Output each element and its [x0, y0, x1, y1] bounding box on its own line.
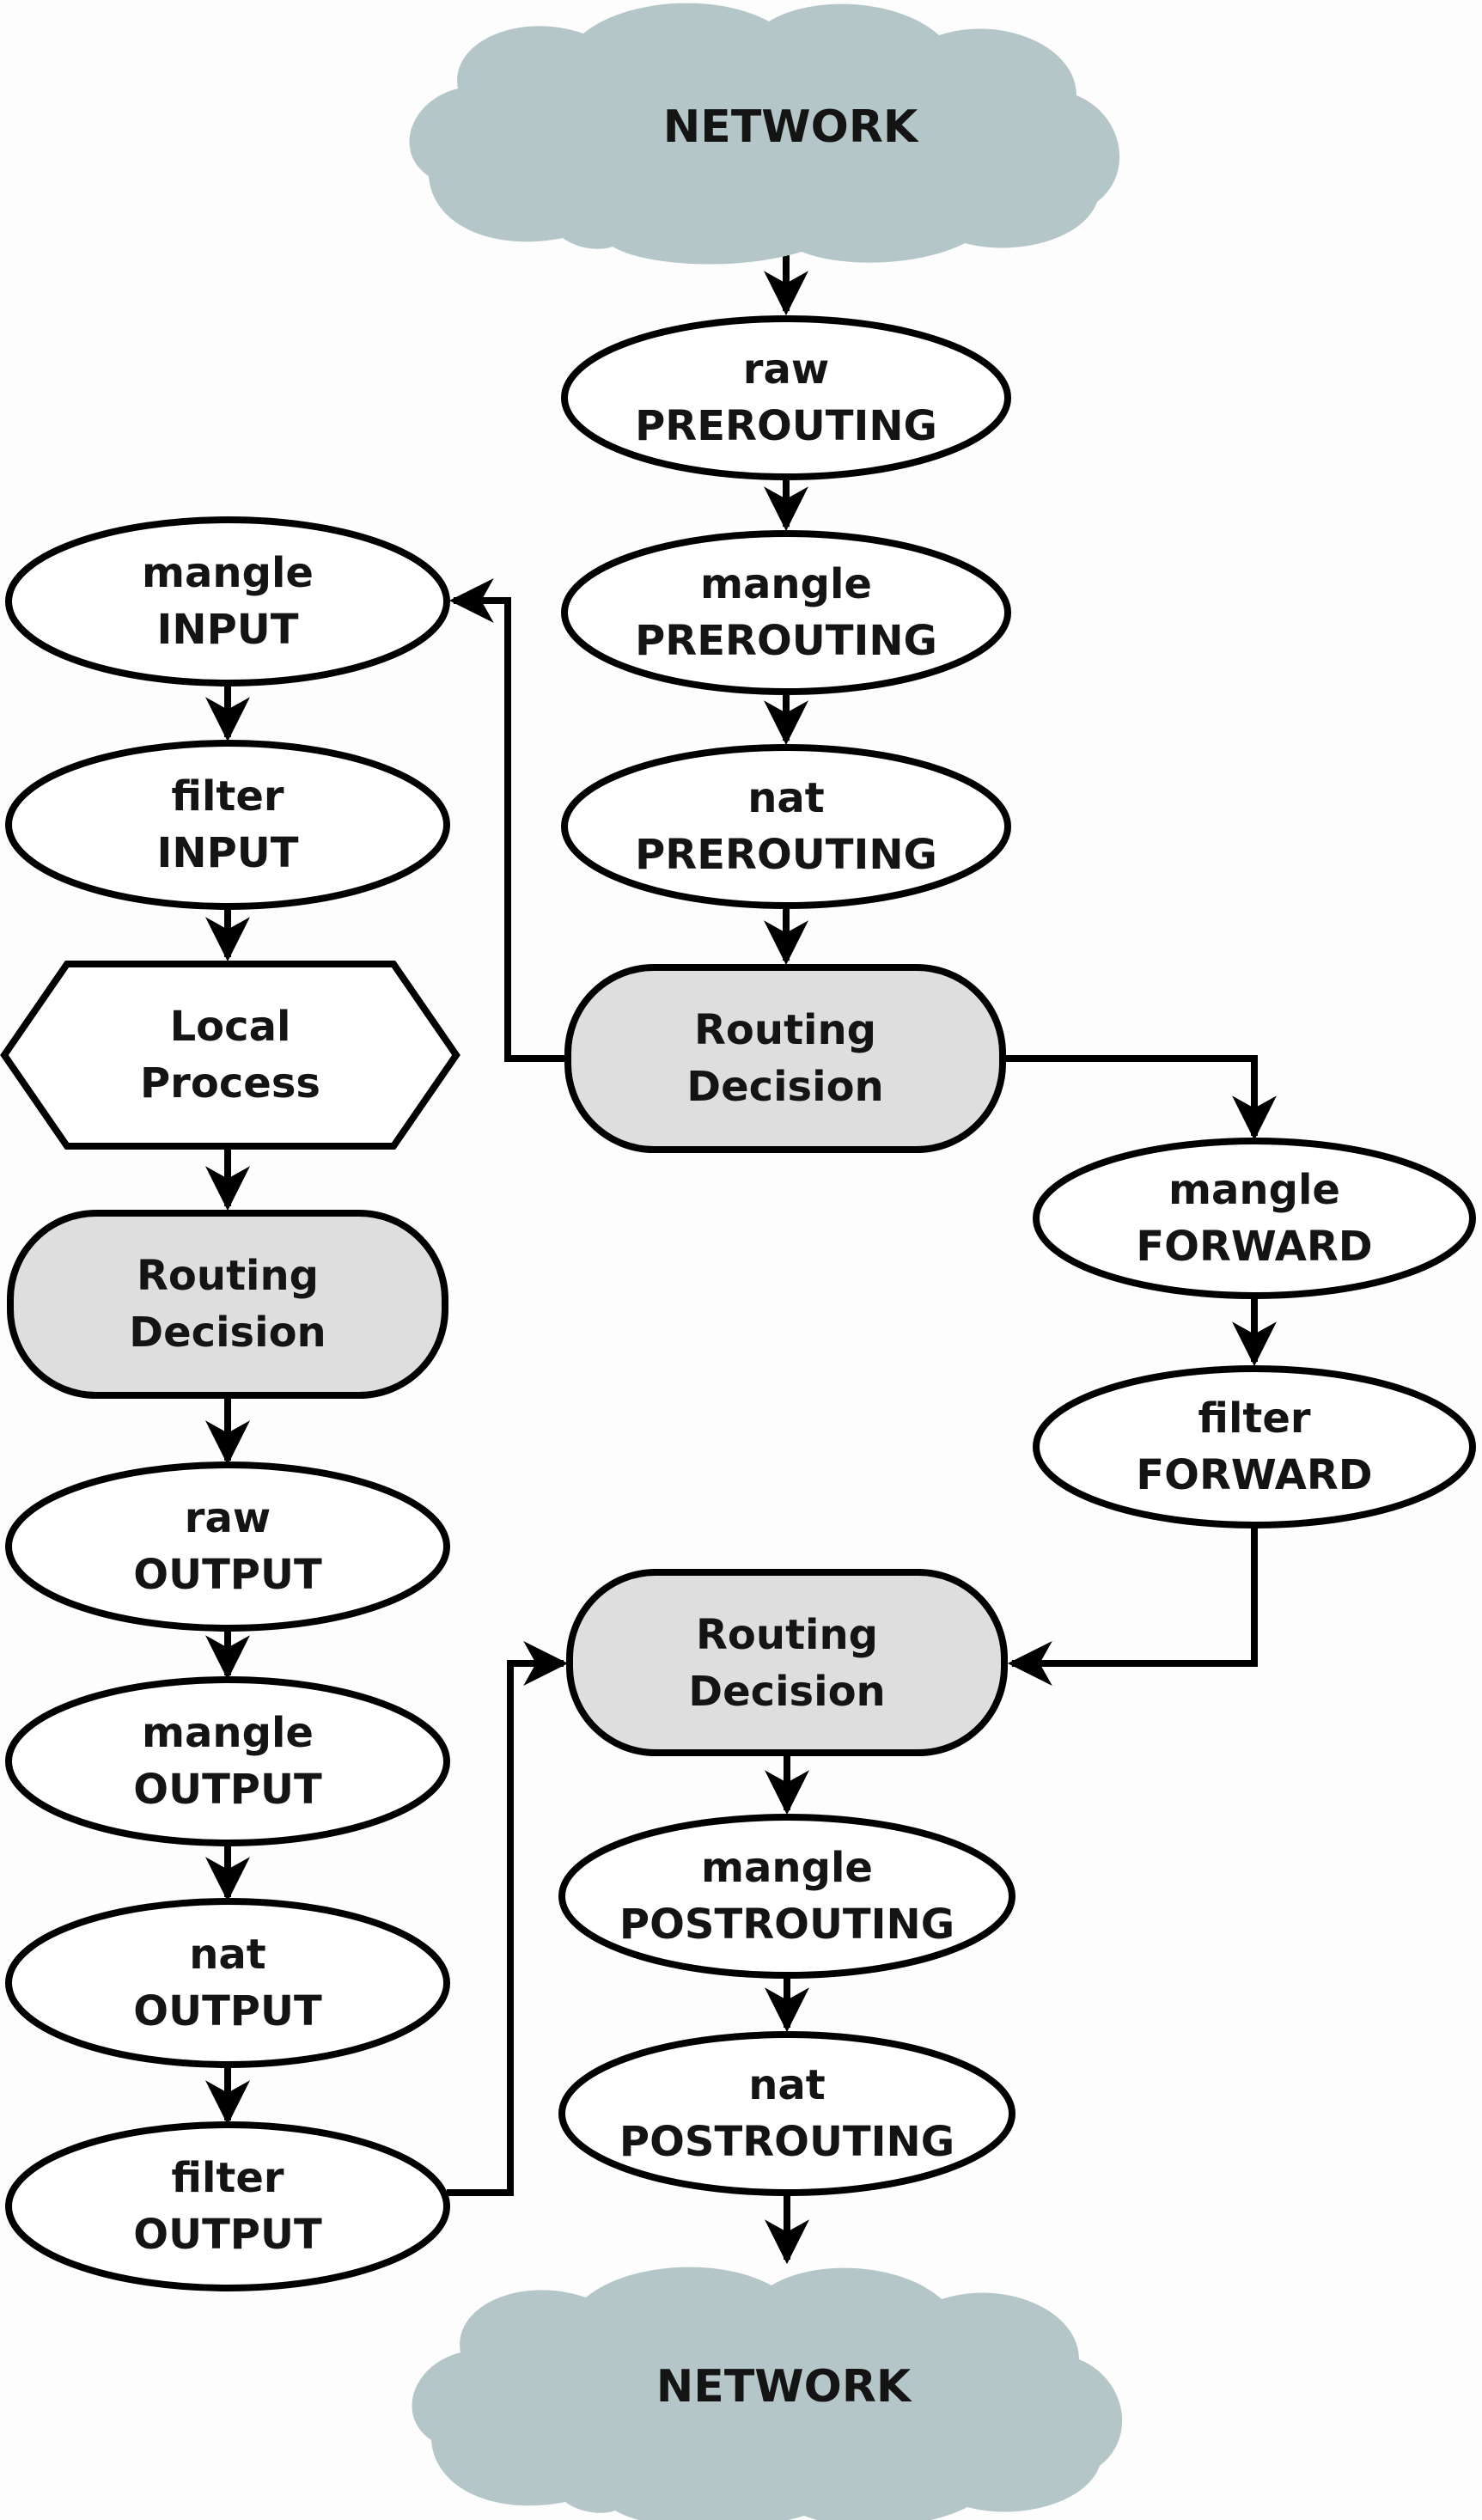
node-label: Routing	[694, 1006, 876, 1054]
node-nat-output: nat OUTPUT	[5, 1898, 450, 2068]
node-mangle-prerouting-shape	[561, 530, 1011, 695]
node-label: Decision	[686, 1063, 883, 1111]
node-label: filter	[171, 772, 284, 821]
node-label: INPUT	[157, 606, 299, 654]
node-routing-decision-mid: Routing Decision	[564, 964, 1006, 1153]
node-raw-prerouting: raw PREROUTING	[561, 315, 1011, 480]
node-label: mangle	[700, 560, 872, 608]
node-label: INPUT	[157, 829, 299, 877]
node-nat-postrouting: nat POSTROUTING	[558, 2031, 1015, 2196]
node-label: nat	[747, 774, 825, 822]
network-bottom-label: NETWORK	[656, 2361, 912, 2413]
node-label: Local	[170, 1003, 291, 1051]
node-label: POSTROUTING	[619, 1901, 954, 1949]
node-label: nat	[189, 1931, 266, 1979]
node-label: raw	[185, 1494, 271, 1542]
node-mangle-prerouting: mangle PREROUTING	[561, 530, 1011, 695]
node-label: PREROUTING	[635, 831, 937, 879]
node-mangle-postrouting: mangle POSTROUTING	[558, 1814, 1015, 1979]
node-nat-prerouting-shape	[561, 744, 1011, 909]
node-label: Routing	[696, 1611, 878, 1659]
node-label: Decision	[129, 1309, 326, 1357]
node-raw-output: raw OUTPUT	[5, 1461, 450, 1632]
node-mangle-input-shape	[5, 516, 450, 686]
node-nat-postrouting-shape	[558, 2031, 1015, 2196]
node-local-process-shape	[0, 961, 460, 1150]
node-label: mangle	[1168, 1166, 1340, 1214]
node-label: raw	[743, 345, 829, 394]
node-mangle-output-shape	[5, 1676, 450, 1846]
node-filter-forward-shape	[1033, 1365, 1476, 1528]
node-label: mangle	[701, 1844, 873, 1892]
node-mangle-forward: mangle FORWARD	[1033, 1138, 1476, 1299]
node-filter-forward: filter FORWARD	[1033, 1365, 1476, 1528]
node-label: PREROUTING	[635, 617, 937, 665]
node-raw-output-shape	[5, 1461, 450, 1632]
node-routing-decision-left-shape	[7, 1210, 448, 1399]
node-routing-decision-bottom: Routing Decision	[566, 1569, 1008, 1756]
node-filter-input: filter INPUT	[5, 740, 450, 910]
node-label: OUTPUT	[133, 1766, 322, 1814]
node-label: Routing	[137, 1252, 319, 1300]
network-top-label: NETWORK	[663, 101, 919, 153]
node-label: FORWARD	[1136, 1451, 1372, 1499]
node-label: mangle	[142, 1709, 314, 1757]
node-mangle-forward-shape	[1033, 1138, 1476, 1299]
node-routing-decision-left: Routing Decision	[7, 1210, 448, 1399]
node-mangle-input: mangle INPUT	[5, 516, 450, 686]
node-routing-decision-bottom-shape	[566, 1569, 1008, 1756]
node-label: OUTPUT	[133, 1551, 322, 1599]
network-cloud-top: NETWORK	[409, 3, 1120, 265]
arrow-routing-decision-to-mangle-forward	[1003, 1055, 1277, 1141]
node-label: OUTPUT	[133, 1987, 322, 2035]
connectors	[205, 253, 1277, 2265]
arrow-filter-forward-to-routing-decision	[1007, 1525, 1258, 1686]
node-label: nat	[748, 2061, 826, 2109]
node-local-process: Local Process	[0, 961, 460, 1150]
node-mangle-output: mangle OUTPUT	[5, 1676, 450, 1846]
node-label: POSTROUTING	[619, 2118, 954, 2166]
node-nat-output-shape	[5, 1898, 450, 2068]
node-routing-decision-mid-shape	[564, 964, 1006, 1153]
node-label: Process	[140, 1059, 320, 1107]
node-label: PREROUTING	[635, 402, 937, 450]
network-cloud-bottom: NETWORK	[412, 2267, 1123, 2520]
node-label: filter	[1198, 1394, 1311, 1443]
node-filter-output: filter OUTPUT	[5, 2121, 450, 2291]
arrow-filter-output-to-routing-decision	[447, 1641, 569, 2196]
node-nat-prerouting: nat PREROUTING	[561, 744, 1011, 909]
node-label: OUTPUT	[133, 2211, 322, 2259]
node-filter-output-shape	[5, 2121, 450, 2291]
node-label: mangle	[142, 549, 314, 597]
node-filter-input-shape	[5, 740, 450, 910]
node-mangle-postrouting-shape	[558, 1814, 1015, 1979]
node-label: Decision	[688, 1668, 885, 1716]
node-label: FORWARD	[1136, 1223, 1372, 1271]
arrow-routing-decision-to-mangle-input	[448, 578, 568, 1062]
node-label: filter	[171, 2154, 284, 2202]
node-raw-prerouting-shape	[561, 315, 1011, 480]
